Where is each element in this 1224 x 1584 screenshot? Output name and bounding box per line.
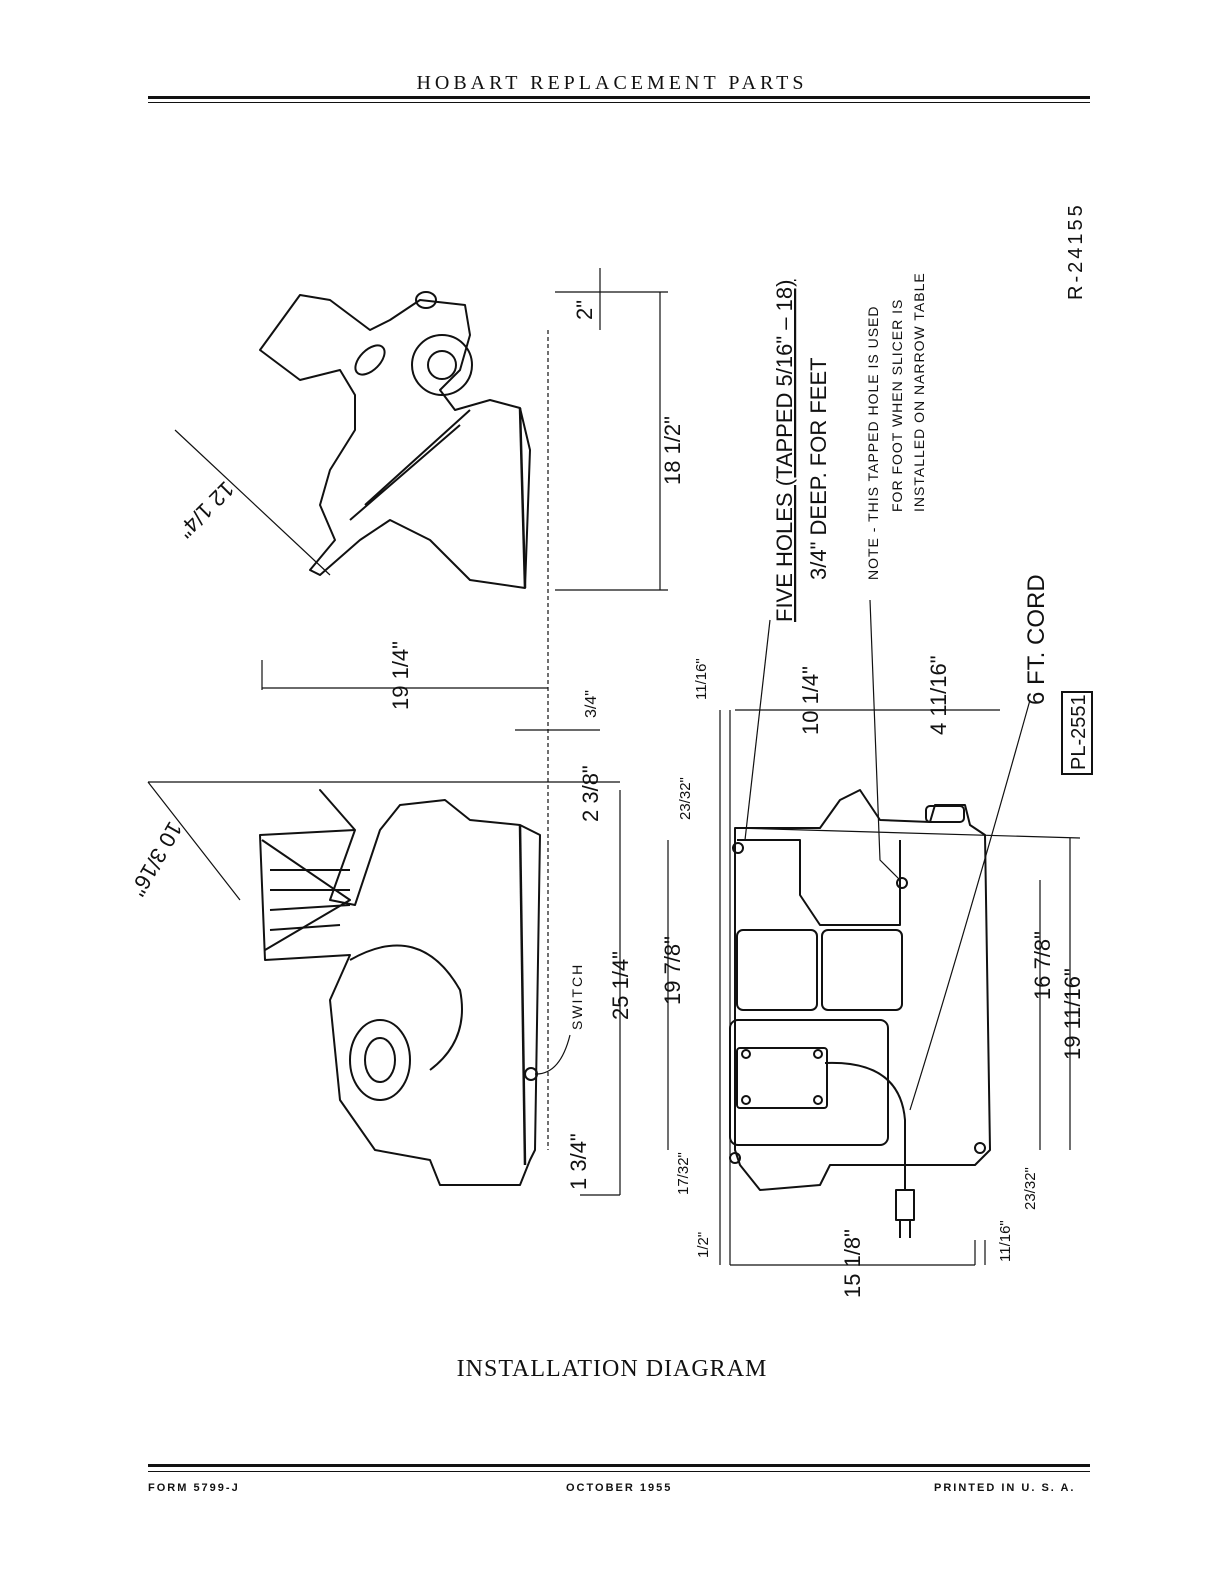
dim-19-1-4-in: 19 1/4" xyxy=(388,641,413,710)
dim-2-in: 2" xyxy=(572,300,597,320)
dim-1-3-4-in: 1 3/4" xyxy=(566,1133,591,1190)
slicer-top-view xyxy=(259,291,531,589)
switch-label: SWITCH xyxy=(569,963,585,1030)
dim-19-11-16-in: 19 11/16" xyxy=(1060,968,1085,1060)
dim-23-32-in-b: 23/32" xyxy=(1022,1167,1039,1210)
dim-23-32-in-a: 23/32" xyxy=(677,777,694,820)
dim-12-1-4-in: 12 1/4" xyxy=(173,476,239,542)
part-number: PL-2551 xyxy=(1068,694,1090,770)
holes-note-line2: 3/4" DEEP. FOR FEET xyxy=(806,357,831,580)
narrow-table-note-line3: INSTALLED ON NARROW TABLE xyxy=(911,272,927,512)
footer-rule-thin xyxy=(148,1471,1090,1472)
page-header-title: HOBART REPLACEMENT PARTS xyxy=(416,72,808,94)
dim-25-1-4-in: 25 1/4" xyxy=(608,951,633,1020)
ref-number: R-24155 xyxy=(1065,202,1087,300)
header-rule-thin xyxy=(148,102,1090,103)
part-number-box xyxy=(1061,691,1093,775)
narrow-table-note-line2: FOR FOOT WHEN SLICER IS xyxy=(889,299,905,512)
dim-2-3-8-in: 2 3/8" xyxy=(578,765,603,822)
dimension-lines xyxy=(147,268,1081,1266)
dim-11-16-in-b: 11/16" xyxy=(997,1220,1014,1262)
footer-rule-thick xyxy=(148,1464,1090,1467)
dim-10-3-16-in: 10 3/16" xyxy=(125,818,187,901)
holes-note-line1: FIVE HOLES (TAPPED 5/16" – 18) xyxy=(772,280,797,622)
footer-printed: PRINTED IN U. S. A. xyxy=(934,1482,1076,1494)
dim-19-7-8-in: 19 7/8" xyxy=(660,936,685,1005)
diagram-caption: INSTALLATION DIAGRAM xyxy=(456,1356,768,1382)
dim-1-2-in: 1/2" xyxy=(695,1232,712,1258)
footer-date: OCTOBER 1955 xyxy=(566,1482,673,1494)
dim-10-1-4-in: 10 1/4" xyxy=(798,666,823,735)
dim-11-16-in-a: 11/16" xyxy=(693,658,710,700)
cord-note: 6 FT. CORD xyxy=(1023,574,1050,705)
slicer-side-view xyxy=(259,789,541,1186)
slicer-base-view xyxy=(729,789,991,1238)
dim-4-11-16-in: 4 11/16" xyxy=(926,655,951,735)
dim-3-4-in: 3/4" xyxy=(583,690,600,718)
dim-18-1-2-in: 18 1/2" xyxy=(660,416,685,485)
footer-form: FORM 5799-J xyxy=(148,1482,240,1494)
dim-15-1-8-in: 15 1/8" xyxy=(840,1229,865,1298)
dim-16-7-8-in: 16 7/8" xyxy=(1030,931,1055,1000)
dim-17-32-in: 17/32" xyxy=(675,1152,692,1195)
header-rule-thick xyxy=(148,96,1090,99)
narrow-table-note-line1: NOTE - THIS TAPPED HOLE IS USED xyxy=(865,306,881,581)
